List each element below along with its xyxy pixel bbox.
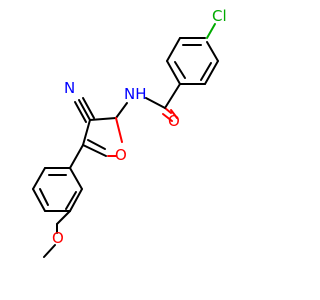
carbonyl-group xyxy=(145,83,181,122)
nitrile-group xyxy=(74,97,95,123)
furan-ring xyxy=(82,117,123,157)
chlorophenyl-ring xyxy=(166,37,219,85)
carbonyl-o-label: O xyxy=(168,112,180,130)
amide-furan-bond xyxy=(115,102,128,119)
ether-o-label: O xyxy=(52,229,64,247)
furan-o-label: O xyxy=(115,146,127,164)
chlorine-label: Cl xyxy=(212,7,227,25)
methoxy-group xyxy=(43,210,71,258)
molecule-structure: Cl NH N O O O xyxy=(32,7,227,258)
amide-nh-label: NH xyxy=(124,85,147,103)
nitrile-n-label: N xyxy=(64,79,75,97)
methoxyphenyl-ring xyxy=(32,144,84,212)
c-cl-bond xyxy=(206,23,216,39)
